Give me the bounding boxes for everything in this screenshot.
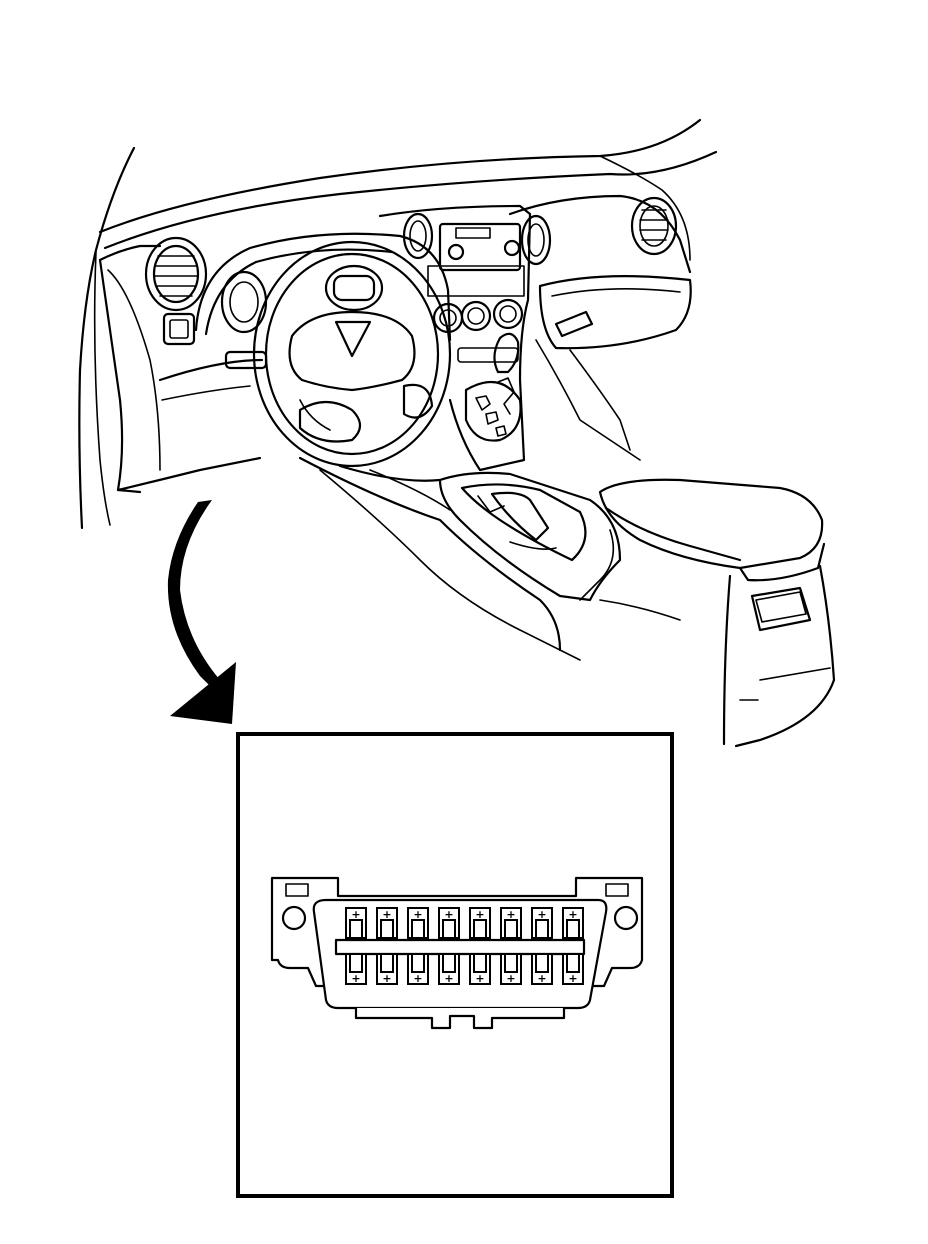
right-air-vent (630, 196, 678, 256)
pin-mark: + (413, 972, 422, 985)
center-right-air-vent (520, 214, 552, 266)
pin-mark: + (475, 908, 484, 921)
connector-pin: + (438, 907, 460, 939)
connector-pin: + (376, 907, 398, 939)
connector-pin: + (345, 907, 367, 939)
center-console (438, 471, 622, 602)
pin-mark: + (444, 908, 453, 921)
pin-mark: + (568, 908, 577, 921)
pin-mark: + (537, 908, 546, 921)
pin-mark: + (537, 972, 546, 985)
connector-pin: + (500, 907, 522, 939)
center-stack (378, 204, 532, 472)
dash-top-edge (98, 118, 702, 234)
connector-pin: + (500, 953, 522, 985)
glovebox (538, 275, 692, 350)
dashboard-illustration (78, 118, 836, 748)
pin-row-top: + + + + + + + + (345, 907, 584, 939)
pin-mark: + (506, 908, 515, 921)
connector-pin: + (407, 907, 429, 939)
connector-pin: + (531, 907, 553, 939)
pin-mark: + (568, 972, 577, 985)
pin-row-bottom: + + + + + + + + (345, 953, 584, 985)
curved-arrow-icon (167, 500, 236, 724)
pin-mark: + (413, 908, 422, 921)
mounting-hole-right (613, 905, 639, 931)
connector-pin: + (438, 953, 460, 985)
instrument-hood (194, 232, 452, 342)
connector-pin: + (562, 953, 584, 985)
armrest (598, 478, 836, 748)
obd-connector-icon: + + + + + + + + + + + + + + + + (270, 876, 644, 1030)
pin-mark: + (351, 908, 360, 921)
left-switch (162, 312, 196, 346)
a-pillar (78, 146, 136, 530)
pin-mark: + (444, 972, 453, 985)
connector-pin: + (531, 953, 553, 985)
pin-mark: + (382, 908, 391, 921)
pin-mark: + (351, 972, 360, 985)
connector-pin: + (376, 953, 398, 985)
connector-pin: + (562, 907, 584, 939)
connector-pin: + (345, 953, 367, 985)
connector-pin: + (469, 953, 491, 985)
connector-pin: + (407, 953, 429, 985)
pin-mark: + (506, 972, 515, 985)
pin-mark: + (475, 972, 484, 985)
pin-mark: + (382, 972, 391, 985)
mounting-hole-left (281, 905, 307, 931)
connector-pin: + (469, 907, 491, 939)
steering-wheel-icon (252, 240, 452, 468)
left-air-vent (144, 236, 208, 312)
